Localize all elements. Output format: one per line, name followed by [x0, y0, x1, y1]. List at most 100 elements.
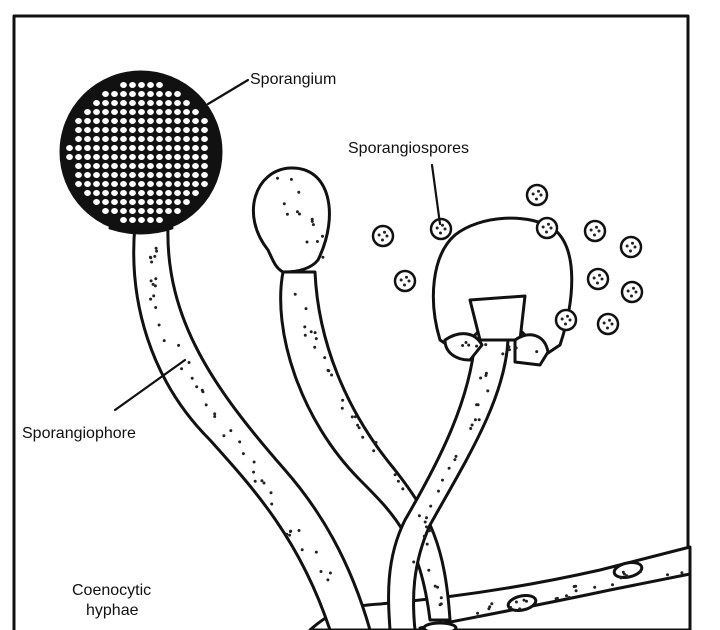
stipple-dot — [567, 596, 571, 599]
stipple-dot — [305, 240, 309, 244]
sporangiospore — [525, 183, 549, 207]
sporangium-cell — [120, 199, 127, 205]
sporangium-cell — [75, 136, 82, 142]
stipple-dot — [514, 346, 518, 350]
stipple-dot — [152, 294, 156, 298]
sporangium-cell — [192, 172, 199, 178]
sporangium-cell — [192, 163, 199, 169]
spore-speck — [438, 231, 442, 235]
stipple-dot — [288, 530, 292, 533]
spore-speck — [605, 326, 609, 330]
sporangium-cell — [120, 172, 127, 178]
sporangium-cell — [84, 172, 91, 178]
spore-speck — [544, 230, 548, 234]
stipple-dot — [427, 529, 431, 533]
sporangiospore — [583, 219, 607, 243]
stipple-dot — [241, 452, 245, 456]
sporangium-cell — [102, 127, 109, 133]
stipple-dot — [427, 568, 431, 572]
sporangium-cell — [174, 208, 181, 214]
sporangium-cell — [156, 82, 163, 88]
stipple-dot — [490, 602, 494, 606]
stipple-dot — [313, 345, 317, 349]
sporangium-cell — [156, 199, 163, 205]
stipple-dot — [372, 449, 376, 453]
label-coenocytic: Coenocytic — [72, 582, 151, 599]
sporangium-cell — [129, 199, 136, 205]
stipple-dot — [293, 292, 297, 296]
stipple-dot — [282, 202, 286, 206]
sporangium-cell — [84, 154, 91, 160]
leader-sporangium — [206, 78, 250, 106]
spore-speck — [595, 225, 599, 229]
stipple-dot — [310, 217, 314, 221]
stipple-dot — [288, 533, 292, 537]
sporangium-cell — [156, 109, 163, 115]
sporangium-cell — [111, 172, 118, 178]
sporangium-cell — [174, 145, 181, 151]
sporangium-cell — [102, 91, 109, 97]
sporangium-cell — [129, 136, 136, 142]
stipple-dot — [469, 427, 473, 430]
sporangium-cell — [129, 100, 136, 106]
label-sporangium: Sporangium — [250, 71, 336, 88]
sporangium-cell — [84, 145, 91, 151]
sporangium-cell — [183, 118, 190, 124]
spore-speck — [628, 249, 632, 253]
columella — [468, 294, 527, 342]
leader-sporangiospores — [430, 163, 442, 226]
sporangium-cell — [192, 154, 199, 160]
sporangium-cell — [111, 100, 118, 106]
stipple-dot — [436, 585, 439, 589]
sporangium-cell — [111, 208, 118, 214]
sporangium-cell — [75, 127, 82, 133]
sporangium-cell — [156, 217, 163, 223]
sporangium-cell — [93, 136, 100, 142]
sporangium-cell — [138, 91, 145, 97]
sporangiospore — [535, 216, 559, 240]
stipple-dot — [433, 584, 437, 588]
stipple-dot — [357, 426, 361, 430]
sporangium-cell — [147, 100, 154, 106]
stipple-dot — [297, 529, 301, 532]
sporangiospore — [554, 308, 578, 332]
sporangium-cell — [192, 190, 199, 196]
stipple-dot — [461, 344, 465, 347]
sporangium-cell — [84, 190, 91, 196]
spore-speck — [626, 289, 630, 293]
stipple-dot — [315, 240, 319, 243]
stipple-dot — [252, 470, 256, 474]
sporangium-cell — [138, 82, 145, 88]
stipple-dot — [153, 254, 157, 258]
sporangium-cell — [75, 154, 82, 160]
spore-speck — [595, 281, 599, 285]
sporangium-cell — [192, 136, 199, 142]
stipple-dot — [425, 542, 429, 546]
sporangium-cell — [192, 118, 199, 124]
sporangium-cell — [111, 136, 118, 142]
sporangium-cell — [111, 181, 118, 187]
stipple-dot — [154, 277, 158, 281]
spore-speck — [563, 322, 567, 326]
sporangium-cell — [84, 109, 91, 115]
spore-speck — [592, 276, 596, 280]
sporangium-cell — [147, 199, 154, 205]
sporangium-cell — [120, 154, 127, 160]
sporangium-cell — [93, 163, 100, 169]
stipple-dot — [486, 389, 490, 393]
sporangium-cell — [93, 100, 100, 106]
sporangiophore-right — [387, 338, 510, 630]
stipple-dot — [321, 234, 324, 238]
stipple-dot — [438, 603, 442, 607]
stipple-dot — [151, 282, 155, 286]
stipple-dot — [310, 219, 314, 223]
sporangium-cell — [120, 163, 127, 169]
sporangium-cell — [165, 163, 172, 169]
sporangium-cell — [111, 199, 118, 205]
sporangium-cell — [93, 199, 100, 205]
stipple-dot — [507, 348, 511, 352]
sporangium-cell — [201, 136, 208, 142]
sporangium-cell — [120, 109, 127, 115]
sporangium-cell — [111, 118, 118, 124]
sporangium-cell — [183, 145, 190, 151]
